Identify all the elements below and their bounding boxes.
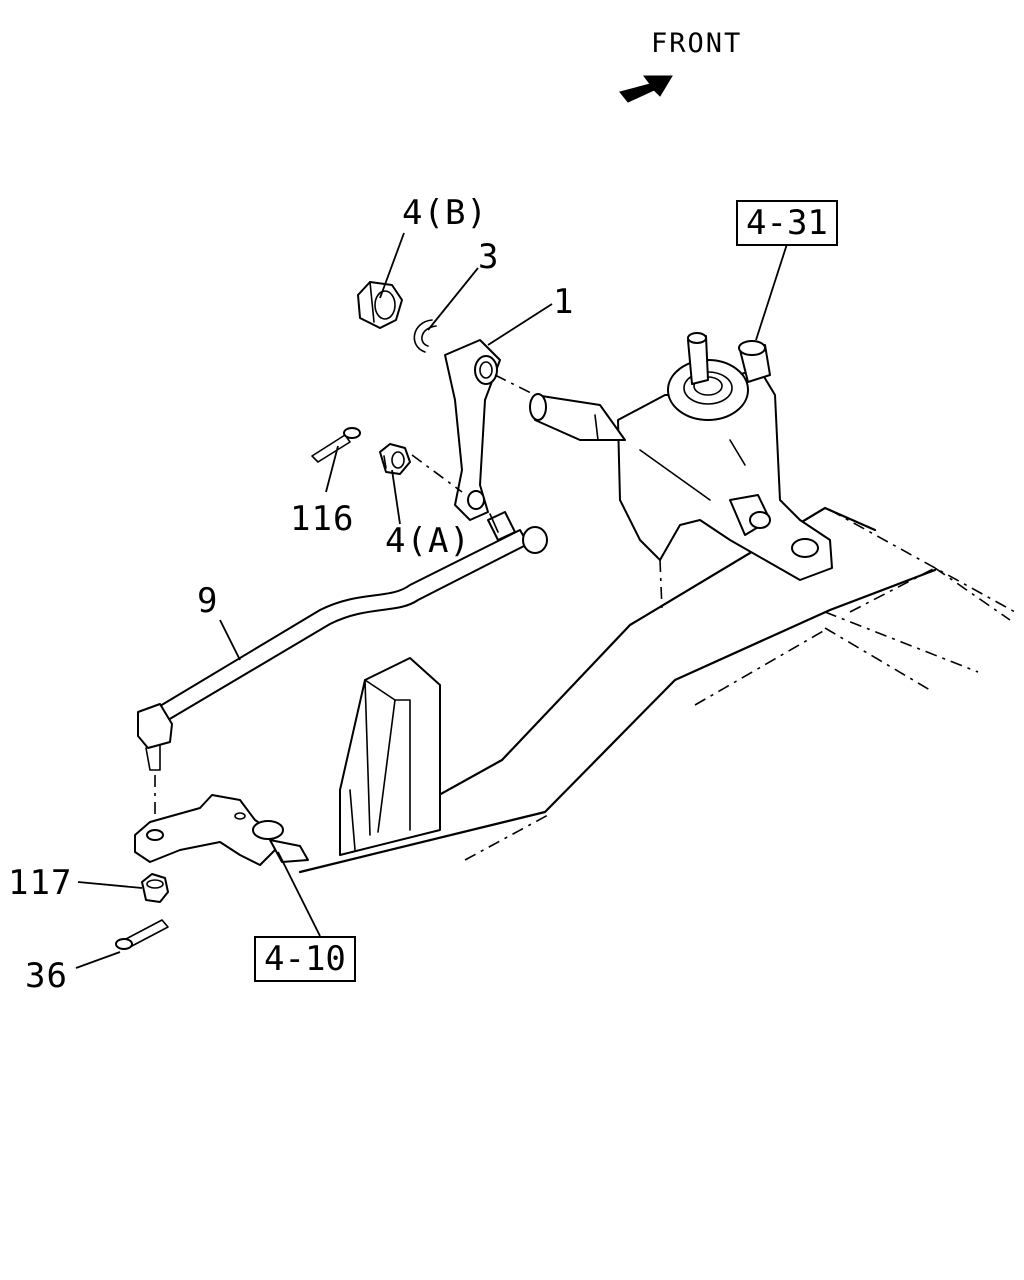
nut-117 [141,873,169,903]
reference-gearbox-box[interactable]: 4-31 [736,200,838,246]
callout-nut-4a: 4(A) [385,521,471,561]
callout-nut-117: 117 [8,863,73,903]
cotter-pin-116 [311,427,361,463]
callout-clip-3: 3 [478,237,500,277]
nut-4b [357,281,403,329]
nut-4a [379,443,411,475]
callout-relay-rod-9: 9 [197,581,219,621]
callout-cotter-pin-36: 36 [25,956,68,996]
callout-pitman-arm-1: 1 [553,282,575,322]
idler-arm [134,794,309,866]
relay-rod [137,511,548,830]
pitman-arm [411,339,536,521]
cotter-pin-36 [115,919,169,950]
callout-nut-4b: 4(B) [402,193,488,233]
reference-idler-box[interactable]: 4-10 [254,936,356,982]
steering-gear-box [529,332,833,611]
front-direction-label: FRONT [651,28,743,59]
frame-rail [298,506,1016,874]
clip-3 [413,319,437,353]
callout-cotter-pin-116: 116 [290,499,355,539]
leader-lines [75,232,788,969]
front-arrow-icon [619,75,673,103]
frame-bracket [339,657,441,856]
